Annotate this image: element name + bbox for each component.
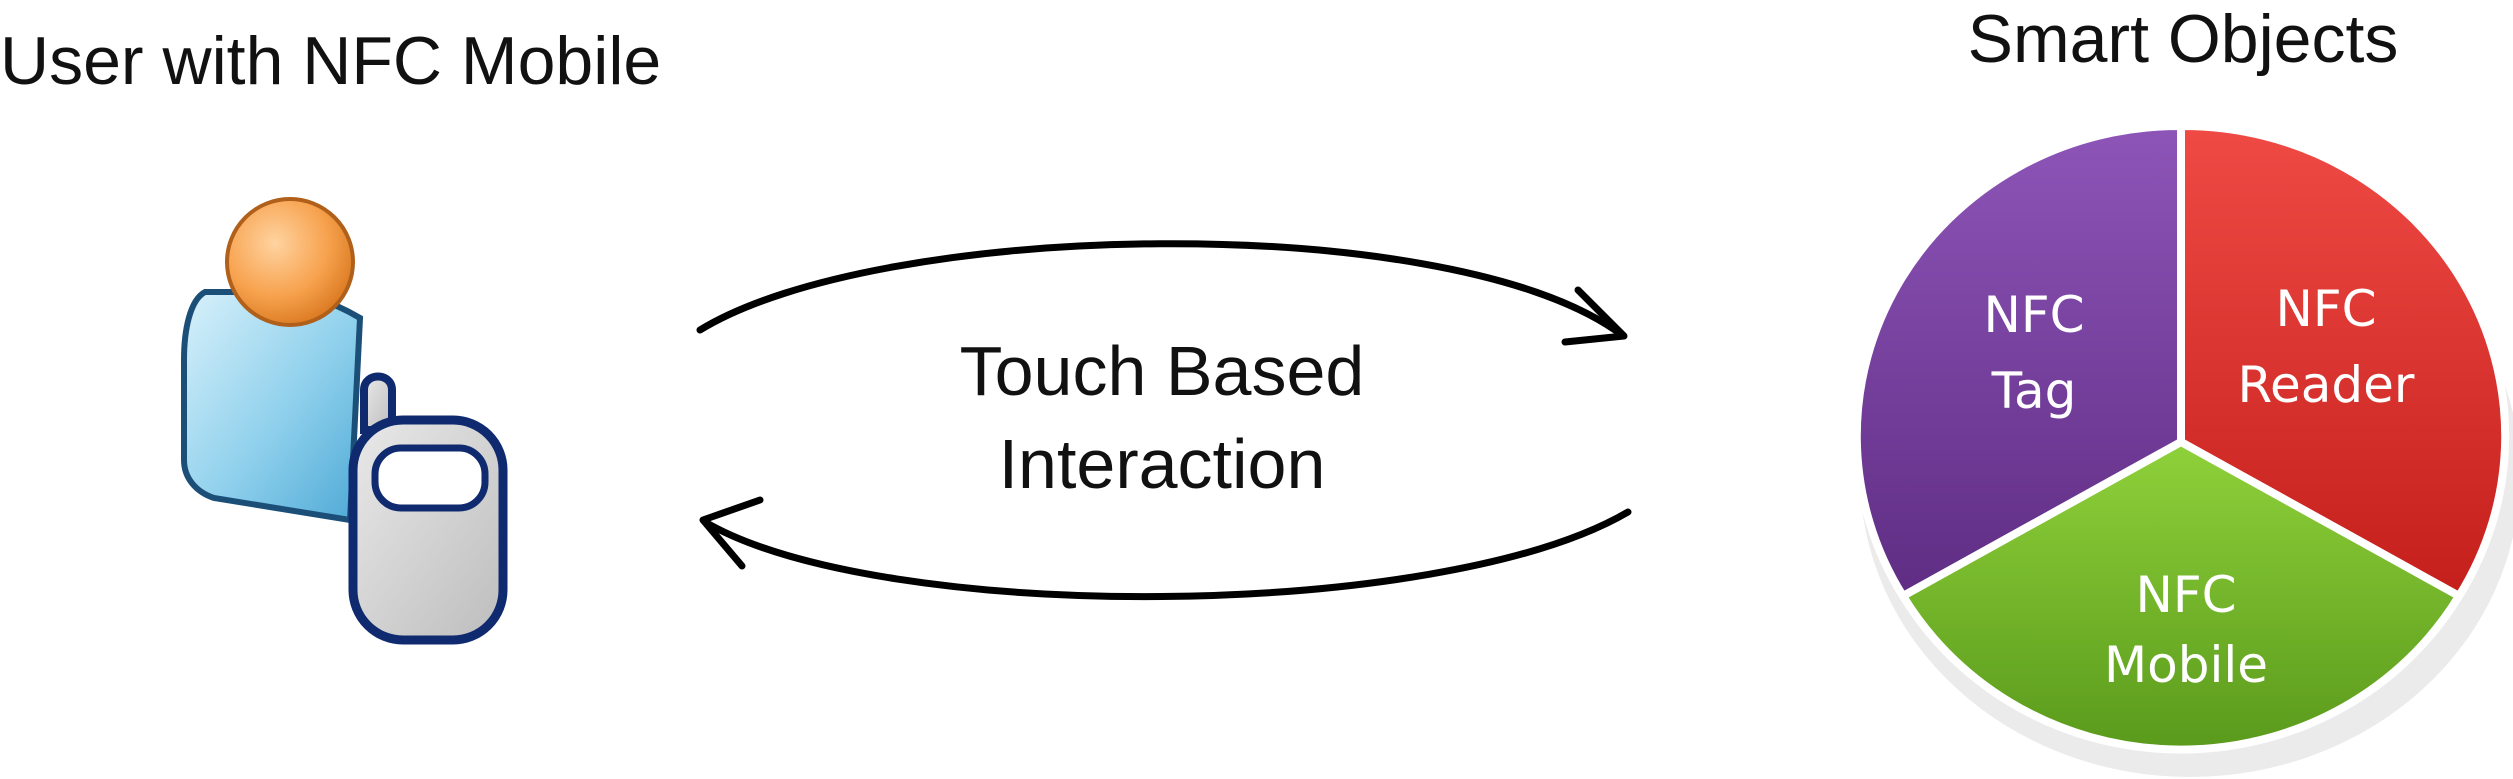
pie-segment-mobile — [1899, 438, 2463, 754]
user-title: User with NFC Mobile — [0, 23, 661, 99]
phone-antenna — [360, 372, 396, 434]
segment-reader-line2: Reader — [2238, 356, 2415, 414]
arrow-left-head — [699, 496, 764, 570]
pie-segment-reader — [2177, 121, 2510, 600]
segment-tag-line1: NFC — [1983, 286, 2084, 344]
interaction-arrows — [696, 240, 1632, 600]
interaction-label-line2: Interaction — [999, 425, 1326, 503]
segment-reader-line1: NFC — [2275, 280, 2376, 338]
segment-tag-line2: Tag — [1991, 362, 2077, 420]
user-with-phone-icon — [181, 197, 508, 645]
smart-objects-title: Smart Objects — [1968, 1, 2399, 77]
smart-objects-pie: NFC Tag NFC Reader NFC Mobile — [1852, 121, 2513, 777]
segment-mobile-line2: Mobile — [2104, 636, 2268, 694]
arrow-left-icon — [701, 508, 1632, 600]
segment-mobile-line1: NFC — [2135, 566, 2236, 624]
arrow-right-head — [1561, 286, 1628, 346]
user-body — [181, 289, 364, 524]
interaction-label-line1: Touch Based — [960, 332, 1365, 410]
arrow-right-icon — [696, 240, 1619, 334]
pie-segment-tag — [1852, 121, 2185, 600]
user-head — [225, 197, 355, 327]
phone-screen — [371, 444, 489, 512]
